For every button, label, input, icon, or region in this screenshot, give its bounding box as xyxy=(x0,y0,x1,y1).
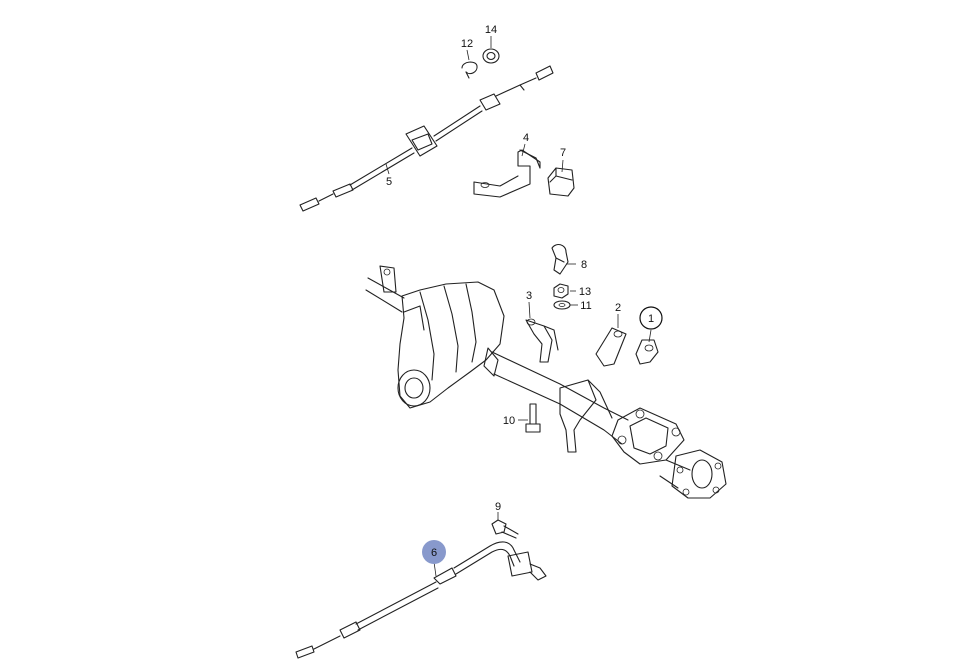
parking-brake-cable-lower xyxy=(295,541,547,659)
leader-lines xyxy=(385,36,652,577)
parking-brake-cable-upper xyxy=(299,65,554,212)
callout-11[interactable]: 11 xyxy=(580,300,591,312)
callout-5[interactable]: 5 xyxy=(386,176,392,188)
callout-7[interactable]: 7 xyxy=(560,147,566,159)
callout-6-highlight xyxy=(422,540,446,564)
bracket-part-3 xyxy=(525,318,559,363)
callout-1[interactable]: 1 xyxy=(639,306,663,330)
callout-2[interactable]: 2 xyxy=(615,302,621,314)
callout-14-label: 14 xyxy=(485,24,497,36)
washer-part-11 xyxy=(553,300,571,310)
callout-3[interactable]: 3 xyxy=(526,290,532,302)
clamp-part-8 xyxy=(551,243,569,275)
callout-5-label: 5 xyxy=(386,176,392,188)
callout-11-label: 11 xyxy=(580,300,591,312)
callout-3-label: 3 xyxy=(526,290,532,302)
callouts: 1 2 3 4 5 6 7 8 9 10 11 xyxy=(386,24,663,564)
clip-part-12 xyxy=(461,61,478,79)
callout-10-label: 10 xyxy=(503,415,515,427)
callout-12-label: 12 xyxy=(461,38,473,50)
callout-4-label: 4 xyxy=(523,132,529,144)
callout-6-label: 6 xyxy=(431,547,437,559)
bolt-part-10 xyxy=(525,403,541,433)
callout-9-label: 9 xyxy=(495,501,501,513)
callout-13[interactable]: 13 xyxy=(579,286,591,298)
callout-9[interactable]: 9 xyxy=(495,501,501,513)
callout-1-label: 1 xyxy=(648,313,654,325)
callout-2-label: 2 xyxy=(615,302,621,314)
callout-6[interactable]: 6 xyxy=(422,540,446,564)
callout-14[interactable]: 14 xyxy=(485,24,497,36)
damper-block-part-7 xyxy=(547,167,575,197)
callout-10[interactable]: 10 xyxy=(503,415,515,427)
grommet-part-14 xyxy=(482,48,500,64)
callout-7-label: 7 xyxy=(560,147,566,159)
plate-part-2 xyxy=(595,327,627,367)
callout-13-label: 13 xyxy=(579,286,591,298)
callout-12[interactable]: 12 xyxy=(461,38,473,50)
callout-8-label: 8 xyxy=(581,259,587,271)
bracket-part-1 xyxy=(635,339,659,365)
callout-1-circle xyxy=(639,306,663,330)
callout-8[interactable]: 8 xyxy=(581,259,587,271)
bracket-part-4 xyxy=(473,149,541,198)
bolt-part-9 xyxy=(491,519,519,539)
callout-4[interactable]: 4 xyxy=(523,132,529,144)
rear-axle-housing xyxy=(365,265,727,499)
nut-part-13 xyxy=(553,283,569,299)
